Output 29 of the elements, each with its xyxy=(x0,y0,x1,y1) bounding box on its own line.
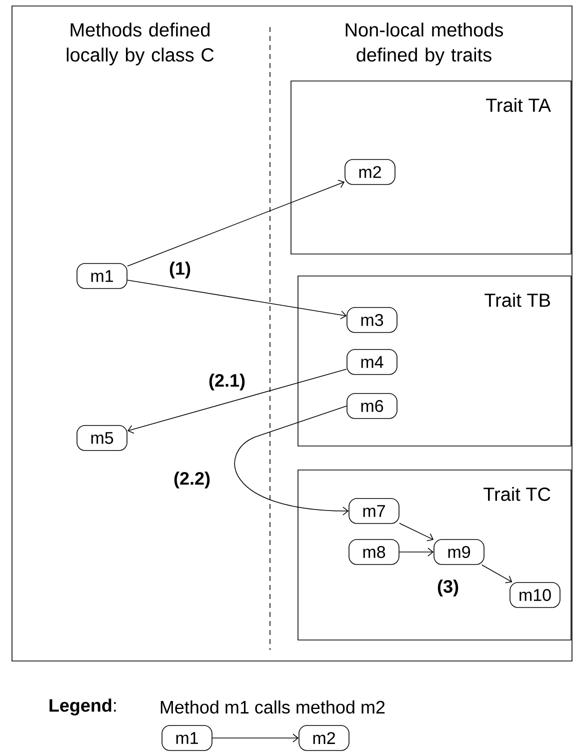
method-box: m8 xyxy=(348,539,400,565)
method-box: m9 xyxy=(434,539,484,565)
arrow xyxy=(127,180,345,267)
method-box: m5 xyxy=(76,425,128,451)
arrow xyxy=(399,522,434,542)
edge-label: (2.2) xyxy=(172,470,212,490)
column-heading: Methods defined locally by class C xyxy=(66,22,214,66)
arrow xyxy=(234,406,349,516)
edge-label: (2.1) xyxy=(208,372,246,392)
method-box: m6 xyxy=(346,393,398,419)
legend-text: Method m1 calls method m2 xyxy=(160,700,385,714)
method-box: m3 xyxy=(346,307,398,333)
arrow xyxy=(127,368,347,434)
method-box: m4 xyxy=(346,349,398,375)
legend-heading: Legend: xyxy=(50,698,116,716)
method-box: m2 xyxy=(344,159,396,185)
frame xyxy=(12,6,572,662)
method-box: m1 xyxy=(76,263,128,289)
arrow xyxy=(127,280,347,320)
method-box: m1 xyxy=(162,725,212,751)
arrow xyxy=(481,564,512,584)
step-label: (3) xyxy=(438,580,458,596)
arrow xyxy=(399,548,434,556)
method-box: m10 xyxy=(510,582,560,608)
step-label: (1) xyxy=(170,262,190,278)
method-box: m2 xyxy=(298,725,350,751)
arrow xyxy=(212,734,299,742)
method-box: m7 xyxy=(348,498,400,524)
column-heading: Non-local methods defined by traits xyxy=(346,22,504,66)
